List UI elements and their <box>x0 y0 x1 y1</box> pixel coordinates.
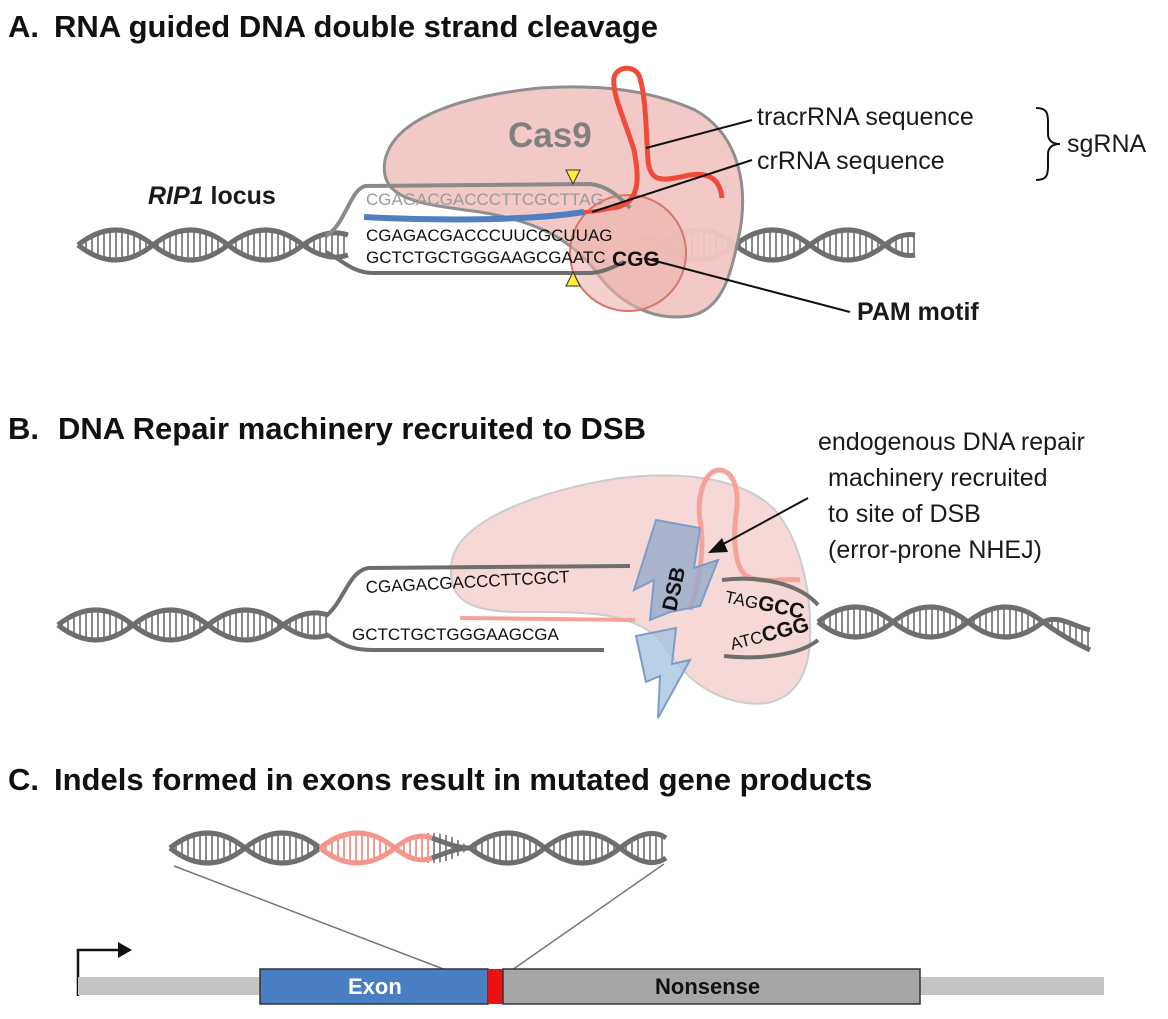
panel-c-letter: C. <box>8 762 39 797</box>
cut-site-marker-top <box>565 169 581 186</box>
dna-helix-c <box>168 830 668 866</box>
tracr-pointer-line <box>645 119 753 149</box>
tracrrna-label: tracrRNA sequence <box>757 103 974 131</box>
guide-rna-seq: CGAGACGACCCUUCGCUUAG <box>366 226 613 245</box>
pam-seq: CGG <box>612 248 660 271</box>
zoom-line-left <box>173 865 447 971</box>
left-top-strand-b <box>324 564 631 618</box>
right-bottom-strand-b <box>723 638 820 660</box>
pam-pointer-line <box>643 257 851 313</box>
cut-site-marker-bottom <box>565 270 581 287</box>
sgrna-brace <box>1035 107 1061 181</box>
left-bottom-strand-b <box>324 632 604 652</box>
guide-rna-strand <box>363 209 585 223</box>
top-strand-bubble <box>324 181 632 238</box>
tracrrna-loop <box>611 65 725 211</box>
bottom-strand-seq: GCTCTGCTGGGAAGCGAATC <box>366 248 606 267</box>
panel-c-title: Indels formed in exons result in mutated… <box>54 762 872 797</box>
pam-motif-label: PAM motif <box>857 298 979 326</box>
cas9-faded-shape <box>449 474 812 705</box>
locus-label: RIP1 locus <box>148 182 276 210</box>
nonsense-box <box>502 968 921 1005</box>
panel-a-title: RNA guided DNA double strand cleavage <box>54 9 658 44</box>
top-strand-seq: CGAGACGACCCTTCGCTTAG <box>366 190 604 209</box>
panel-a-letter: A. <box>8 9 39 44</box>
repair-note: endogenous DNA repair machinery recruite… <box>818 428 1092 564</box>
zoom-line-right <box>511 863 665 971</box>
dna-helix-left-b <box>56 607 329 643</box>
bottom-strand-bubble <box>325 250 625 275</box>
crrna-label: crRNA sequence <box>757 147 945 175</box>
panel-a: A. RNA guided DNA double strand cleavage… <box>8 9 1147 326</box>
nonsense-label: Nonsense <box>655 974 760 999</box>
sgrna-label: sgRNA <box>1067 130 1147 158</box>
panel-b: B. DNA Repair machinery recruited to DSB… <box>8 411 1092 719</box>
indel-marker <box>488 969 503 1004</box>
dsb-bolt-upper <box>632 518 720 622</box>
left-bottom-seq-b: GCTCTGCTGGGAAGCGA <box>352 625 560 644</box>
exon-box <box>259 968 489 1005</box>
repair-arrow-line <box>715 497 809 549</box>
exon-label: Exon <box>348 974 402 999</box>
panel-b-letter: B. <box>8 411 39 446</box>
right-top-strand-b <box>721 576 820 607</box>
dna-helix-right-b <box>816 604 1092 653</box>
crrna-pointer-line <box>591 159 753 213</box>
tracrrna-faded-loop <box>687 467 801 611</box>
repair-arrow-head <box>708 538 728 553</box>
panel-b-title: DNA Repair machinery recruited to DSB <box>58 411 646 446</box>
panel-c: C. Indels formed in exons result in muta… <box>8 762 1104 1005</box>
pam-interacting-domain <box>569 194 687 312</box>
dna-helix-left-a <box>76 227 349 263</box>
dsb-bolt-lower <box>634 626 692 719</box>
cas9-label: Cas9 <box>508 116 592 155</box>
